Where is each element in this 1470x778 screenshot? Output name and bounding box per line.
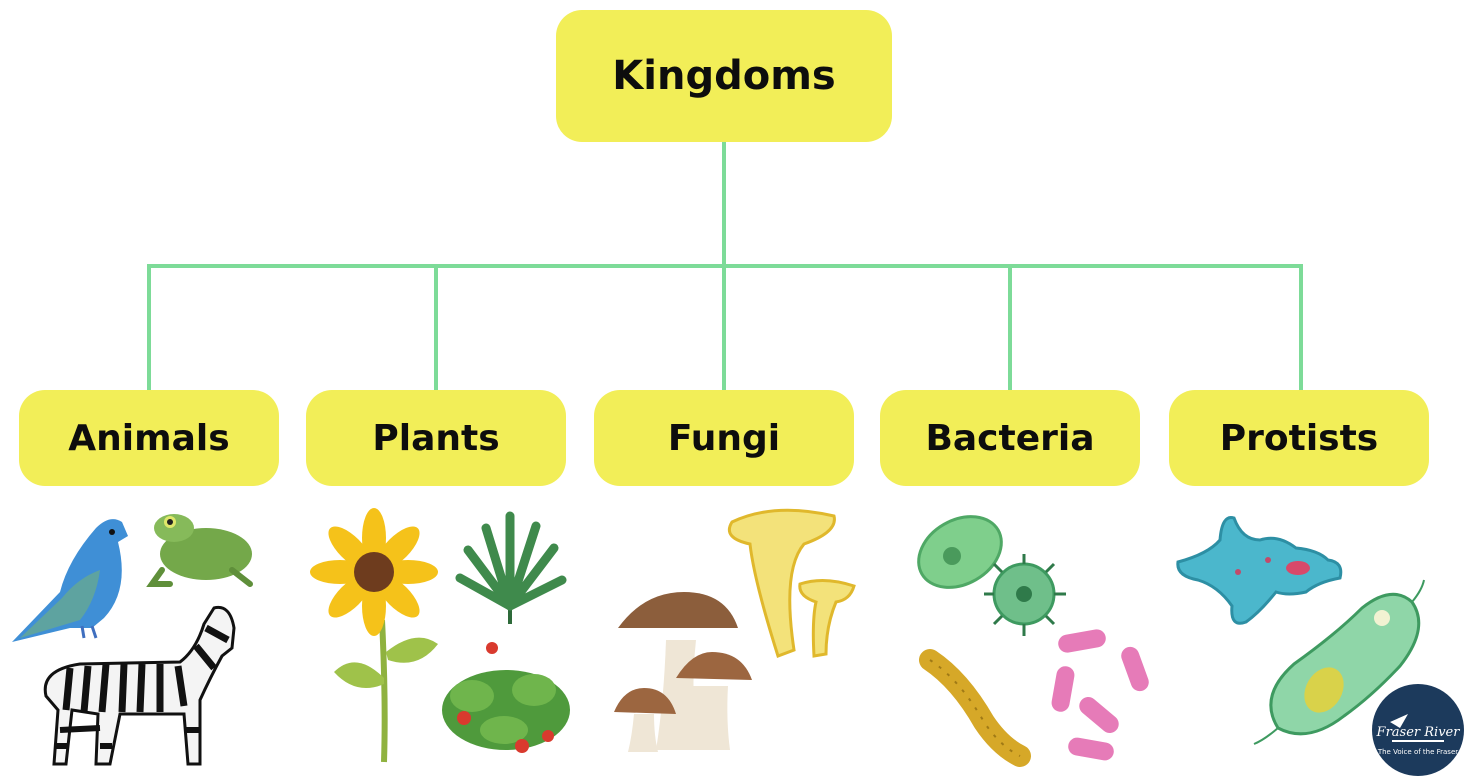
node-label-fungi: Fungi	[668, 418, 780, 459]
bacteria-illustration	[890, 500, 1170, 778]
palm-leaf-icon	[460, 516, 562, 624]
sunflower-icon	[310, 508, 438, 762]
node-bacteria: Bacteria	[880, 390, 1140, 486]
coccus-bacteria-icon	[906, 502, 1066, 636]
svg-text:Fraser River: Fraser River	[1376, 725, 1461, 740]
node-protists: Protists	[1169, 390, 1429, 486]
strawberry-plant-icon	[442, 642, 570, 753]
root-label: Kingdoms	[612, 53, 835, 99]
node-label-protists: Protists	[1220, 418, 1378, 459]
pink-bacteria-icon	[1050, 628, 1151, 762]
fungi-illustration	[604, 500, 884, 778]
node-label-plants: Plants	[372, 418, 499, 459]
node-animals: Animals	[19, 390, 279, 486]
zebra-icon	[45, 607, 234, 764]
animals-illustration	[0, 500, 280, 778]
node-label-animals: Animals	[68, 418, 229, 459]
fraser-river-logo: Fraser River The Voice of the Fraser	[1372, 684, 1464, 776]
mushroom-icon	[614, 592, 752, 752]
svg-text:The Voice of the Fraser: The Voice of the Fraser	[1377, 748, 1458, 756]
node-fungi: Fungi	[594, 390, 854, 486]
node-plants: Plants	[306, 390, 566, 486]
fraser-river-logo-graphic: Fraser River The Voice of the Fraser	[1372, 684, 1464, 776]
node-label-bacteria: Bacteria	[925, 418, 1094, 459]
amoeba-icon	[1178, 517, 1341, 623]
chanterelle-icon	[729, 510, 854, 656]
root-node-kingdoms: Kingdoms	[556, 10, 892, 142]
bacillus-bacteria-icon	[930, 660, 1020, 756]
plants-illustration	[296, 500, 576, 778]
frog-icon	[152, 514, 252, 584]
bird-icon	[12, 519, 128, 642]
